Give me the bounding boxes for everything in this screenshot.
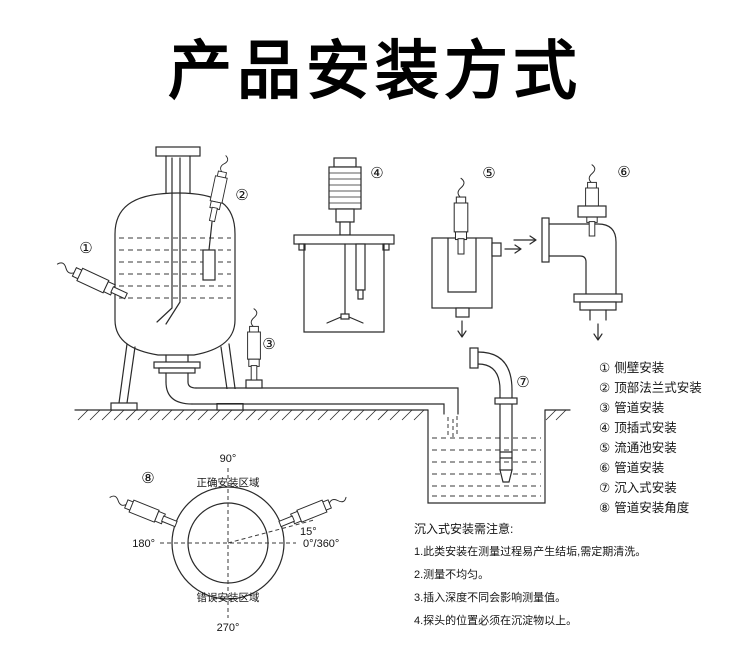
legend-item-7-label: 沉入式安装 xyxy=(614,481,677,495)
legend-item-4-num: ④ xyxy=(599,421,611,435)
tank-top-flange xyxy=(155,146,201,157)
top-insert-assembly: ④ xyxy=(293,157,395,333)
angle-270-label: 270° xyxy=(217,622,240,634)
tank xyxy=(110,146,244,411)
probe-icon xyxy=(277,490,349,531)
insert-probe-tube xyxy=(355,243,366,291)
mount-plate xyxy=(293,234,395,245)
pipe-sensor: ③ xyxy=(245,308,276,389)
legend-item-2-label: 顶部法兰式安装 xyxy=(614,381,702,395)
stirrer-blades xyxy=(326,316,364,324)
motor-body xyxy=(328,166,362,210)
angle-0-360-label: 0°/360° xyxy=(303,538,339,550)
angle-axes xyxy=(160,468,315,618)
immersion-assembly: ⑦ xyxy=(427,347,546,504)
immersion-notes: 沉入式安装需注意: 1.此类安装在测量过程易产生结垢,需定期清洗。 2.测量不均… xyxy=(414,518,646,633)
ground-hatch xyxy=(77,409,567,421)
legend-item-5-num: ⑤ xyxy=(599,441,611,455)
tank-dip-tube xyxy=(156,157,181,325)
legend-item-8-num: ⑧ xyxy=(599,501,611,515)
pipe-elbow-assembly: ⑥ xyxy=(513,164,631,341)
water-stream xyxy=(447,416,458,439)
legend-item-6-num: ⑥ xyxy=(599,461,611,475)
top-flange-sensor: ② xyxy=(202,154,249,281)
elbow-bottom-flange xyxy=(573,293,623,303)
angle-90-label: 90° xyxy=(220,453,237,465)
callout-2: ② xyxy=(235,187,248,204)
callout-7: ⑦ xyxy=(516,374,529,391)
notes-item-3: 3.插入深度不同会影响测量值。 xyxy=(414,592,567,604)
legend-item-7-num: ⑦ xyxy=(599,481,611,495)
notes-item-2: 2.测量不均匀。 xyxy=(414,569,490,581)
legend-item-1-num: ① xyxy=(599,361,611,375)
angle-15-label: 15° xyxy=(300,526,317,538)
drain-arrow xyxy=(457,320,467,338)
pipe-angle-diagram: 90° 270° 180° 0°/360° 15° 正确安装区域 错误安装区域 … xyxy=(107,453,349,634)
correct-zone-label: 正确安装区域 xyxy=(197,476,260,489)
inflow-arrow xyxy=(513,235,537,245)
notes-item-4: 4.探头的位置必须在沉淀物以上。 xyxy=(414,615,578,627)
pit-walls xyxy=(427,409,546,504)
legend-item-1-label: 侧壁安装 xyxy=(614,361,665,375)
legend-item-8-label: 管道安装角度 xyxy=(614,501,690,515)
elbow-inlet-flange xyxy=(541,217,550,263)
downflow-arrow xyxy=(593,323,603,341)
notes-title: 沉入式安装需注意: xyxy=(414,522,514,536)
probe-icon xyxy=(247,308,261,381)
tank-legs xyxy=(118,343,238,404)
legend-item-6-label: 管道安装 xyxy=(614,461,665,475)
callout-6: ⑥ xyxy=(617,164,630,181)
pit-water-level xyxy=(432,437,541,497)
wrong-zone-label: 错误安装区域 xyxy=(197,591,260,604)
side-wall-sensor: ① xyxy=(54,240,130,303)
drain-pipe xyxy=(153,354,459,439)
legend-item-3-label: 管道安装 xyxy=(614,401,665,415)
elbow-nut xyxy=(577,205,607,218)
tank-liquid-level xyxy=(119,237,231,299)
legend-item-3-num: ③ xyxy=(599,401,611,415)
immersion-tip xyxy=(499,469,513,483)
motor-cap xyxy=(333,157,357,168)
legend-item-2-num: ② xyxy=(599,381,611,395)
probe-icon xyxy=(107,490,179,531)
callout-8: ⑧ xyxy=(141,470,154,487)
callout-5: ⑤ xyxy=(482,165,495,182)
notes-item-1: 1.此类安装在测量过程易产生结垢,需定期清洗。 xyxy=(414,546,647,558)
pipe-outer-circle xyxy=(171,486,285,600)
page-title: 产品安装方式 xyxy=(168,35,582,107)
legend-item-5-label: 流通池安装 xyxy=(614,441,677,455)
callout-3: ③ xyxy=(262,336,275,353)
legend-item-4-label: 顶插式安装 xyxy=(614,421,677,435)
ground xyxy=(74,409,571,421)
tube-clamp xyxy=(494,397,518,405)
pipe-boss xyxy=(245,379,263,389)
callout-1: ① xyxy=(79,240,92,257)
pipe-flange xyxy=(153,361,201,369)
electrode xyxy=(202,249,216,281)
probe-icon xyxy=(585,164,599,237)
pipe-fill xyxy=(196,389,458,403)
vessel xyxy=(303,243,385,333)
outflow-arrow xyxy=(504,244,522,254)
flow-cell-assembly: ⑤ xyxy=(431,165,522,338)
angle-180-label: 180° xyxy=(132,538,155,550)
gooseneck-cap xyxy=(469,347,479,369)
callout-4: ④ xyxy=(370,165,383,182)
